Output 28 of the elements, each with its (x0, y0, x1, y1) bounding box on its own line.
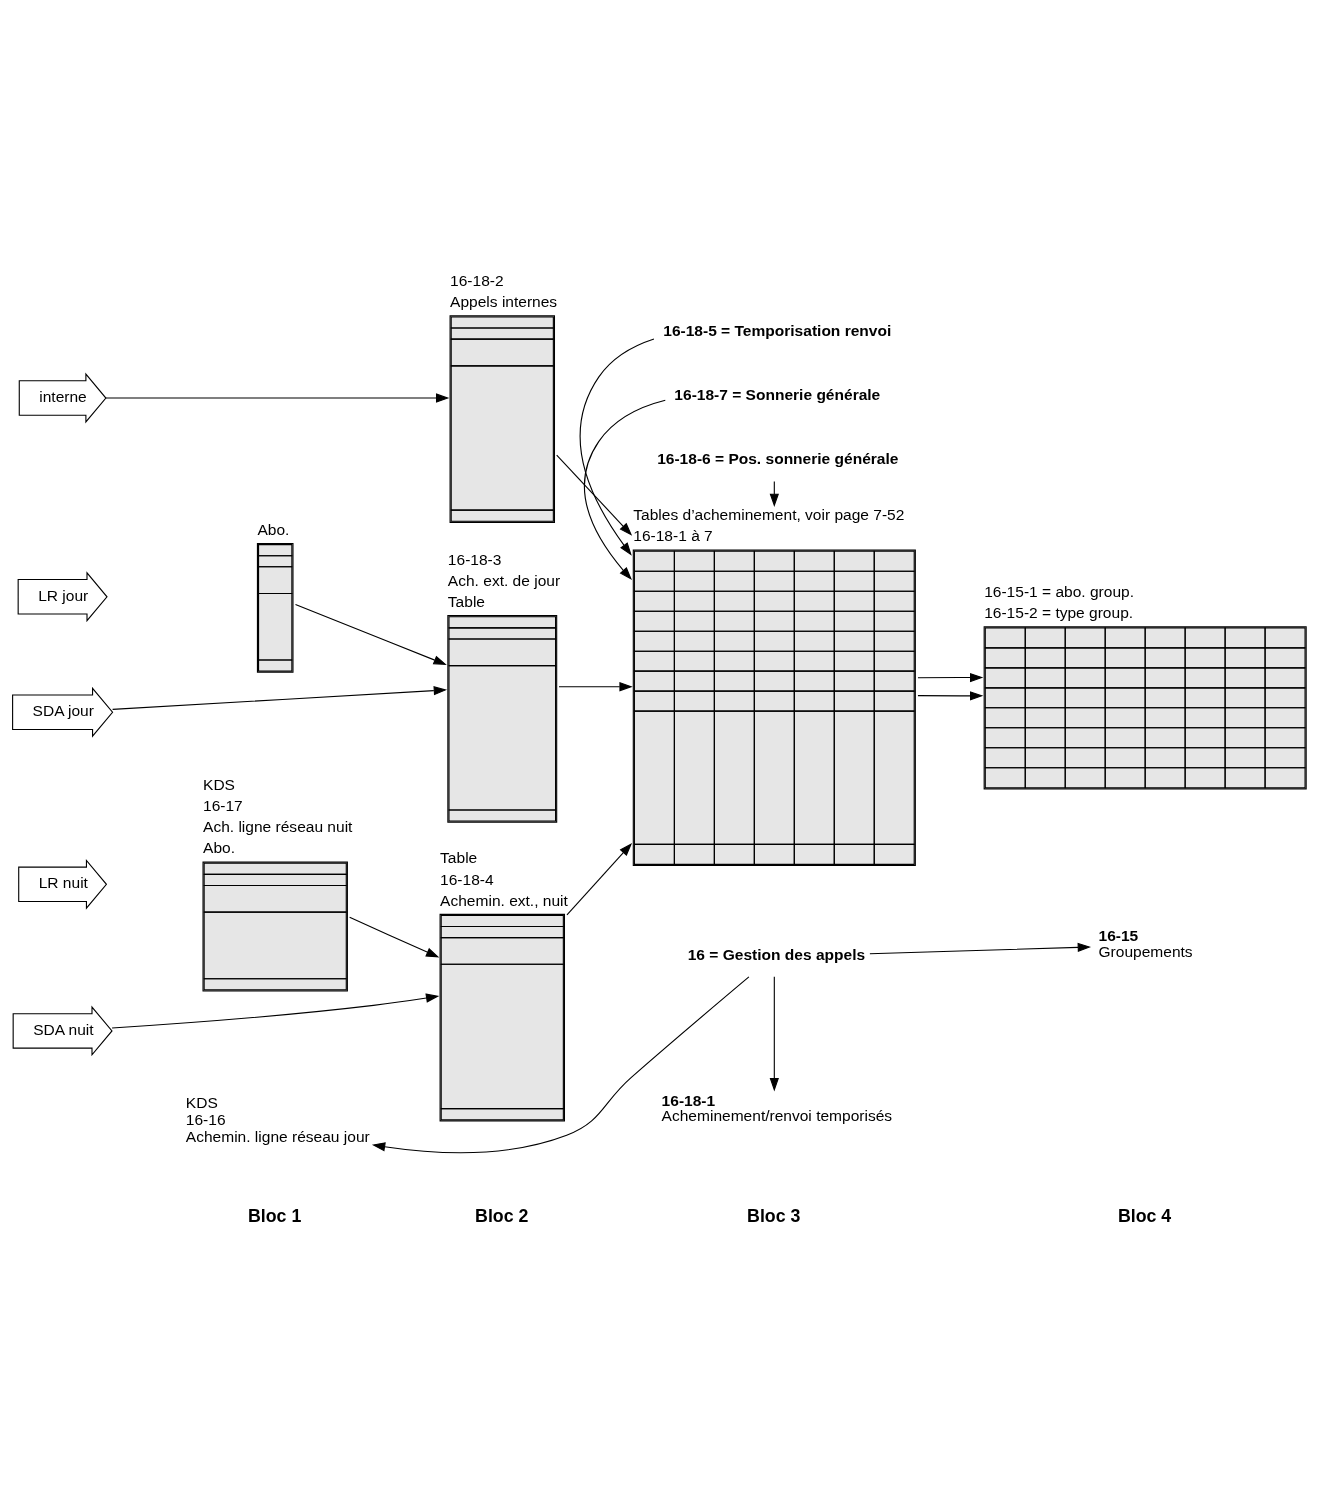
node-label: Table (447, 592, 486, 610)
node-label: Ach. ligne réseau nuit (203, 818, 353, 836)
label: Bloc 2 (475, 1205, 529, 1226)
node-label: Achemin. ext., nuit (440, 891, 568, 909)
node-text: 16-18-5 = Temporisation renvoi (663, 321, 892, 339)
node-label: 16-18-2 (450, 272, 504, 290)
node-label: 16-15-1 = abo. group. (984, 583, 1134, 600)
node-label: 16-17 (203, 797, 243, 815)
node-label: Abo. (257, 520, 290, 538)
node-label: 16-15-2 = type group. (984, 604, 1134, 622)
node-label: KDS (203, 776, 235, 794)
node-text: 16-15 Groupements (1098, 927, 1193, 960)
node-text: 16-18-1 Acheminement/renvoi temporisés (661, 1091, 893, 1125)
label: Bloc 1 (248, 1205, 302, 1226)
node-label: Tables d’acheminement, voir page 7-52 (633, 506, 905, 524)
node-label: Table (440, 849, 478, 867)
node-label: Ach. ext. de jour (447, 571, 561, 589)
node-text: 16 = Gestion des appels (687, 945, 866, 963)
node-label: 16-18-1 à 7 (633, 527, 713, 545)
node-label: Abo. (203, 839, 235, 857)
label: Bloc 3 (747, 1205, 801, 1226)
node-label: 16-18-3 (447, 550, 502, 568)
label: Bloc 4 (1117, 1205, 1172, 1226)
node-text: 16-18-7 = Sonnerie générale (674, 385, 881, 403)
node-label: Appels internes (450, 293, 558, 311)
node-text: 16-18-6 = Pos. sonnerie générale (657, 450, 899, 468)
node-text: KDS 16-16 Achemin. ligne réseau jour (185, 1094, 370, 1145)
node-label: 16-18-4 (440, 870, 494, 888)
